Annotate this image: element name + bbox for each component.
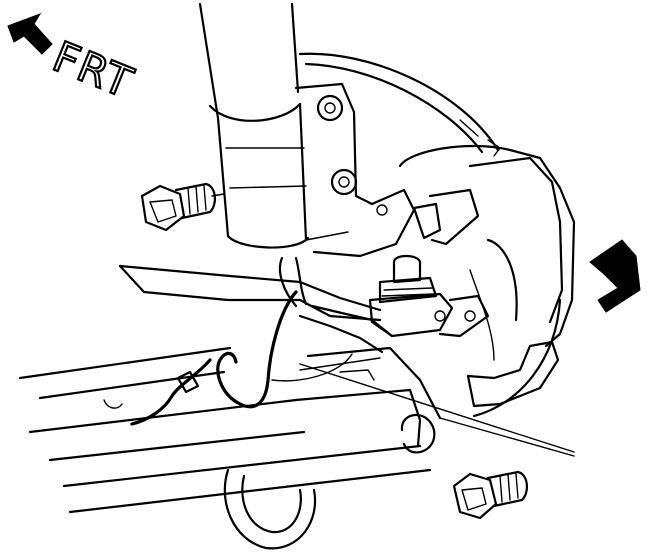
wheel-speed-sensor	[368, 254, 490, 338]
knuckle-lower-bushing	[223, 353, 353, 550]
lower-bracket-bolt-head	[330, 168, 358, 196]
rotation-direction-arrow-icon	[589, 239, 641, 313]
front-direction-arrow-icon	[7, 13, 53, 55]
upper-bracket-bolt-head	[316, 94, 344, 122]
lower-control-arm	[18, 346, 575, 514]
brake-caliper	[398, 139, 576, 408]
upper-strut-bolt	[140, 182, 225, 232]
brake-hose-and-wiring	[103, 256, 394, 426]
brake-rotor	[298, 52, 562, 418]
strut-assembly	[198, 2, 310, 249]
strut-bracket	[294, 82, 416, 258]
front-direction-label: FRT	[46, 32, 140, 108]
lower-ball-joint-bolt	[452, 470, 528, 520]
